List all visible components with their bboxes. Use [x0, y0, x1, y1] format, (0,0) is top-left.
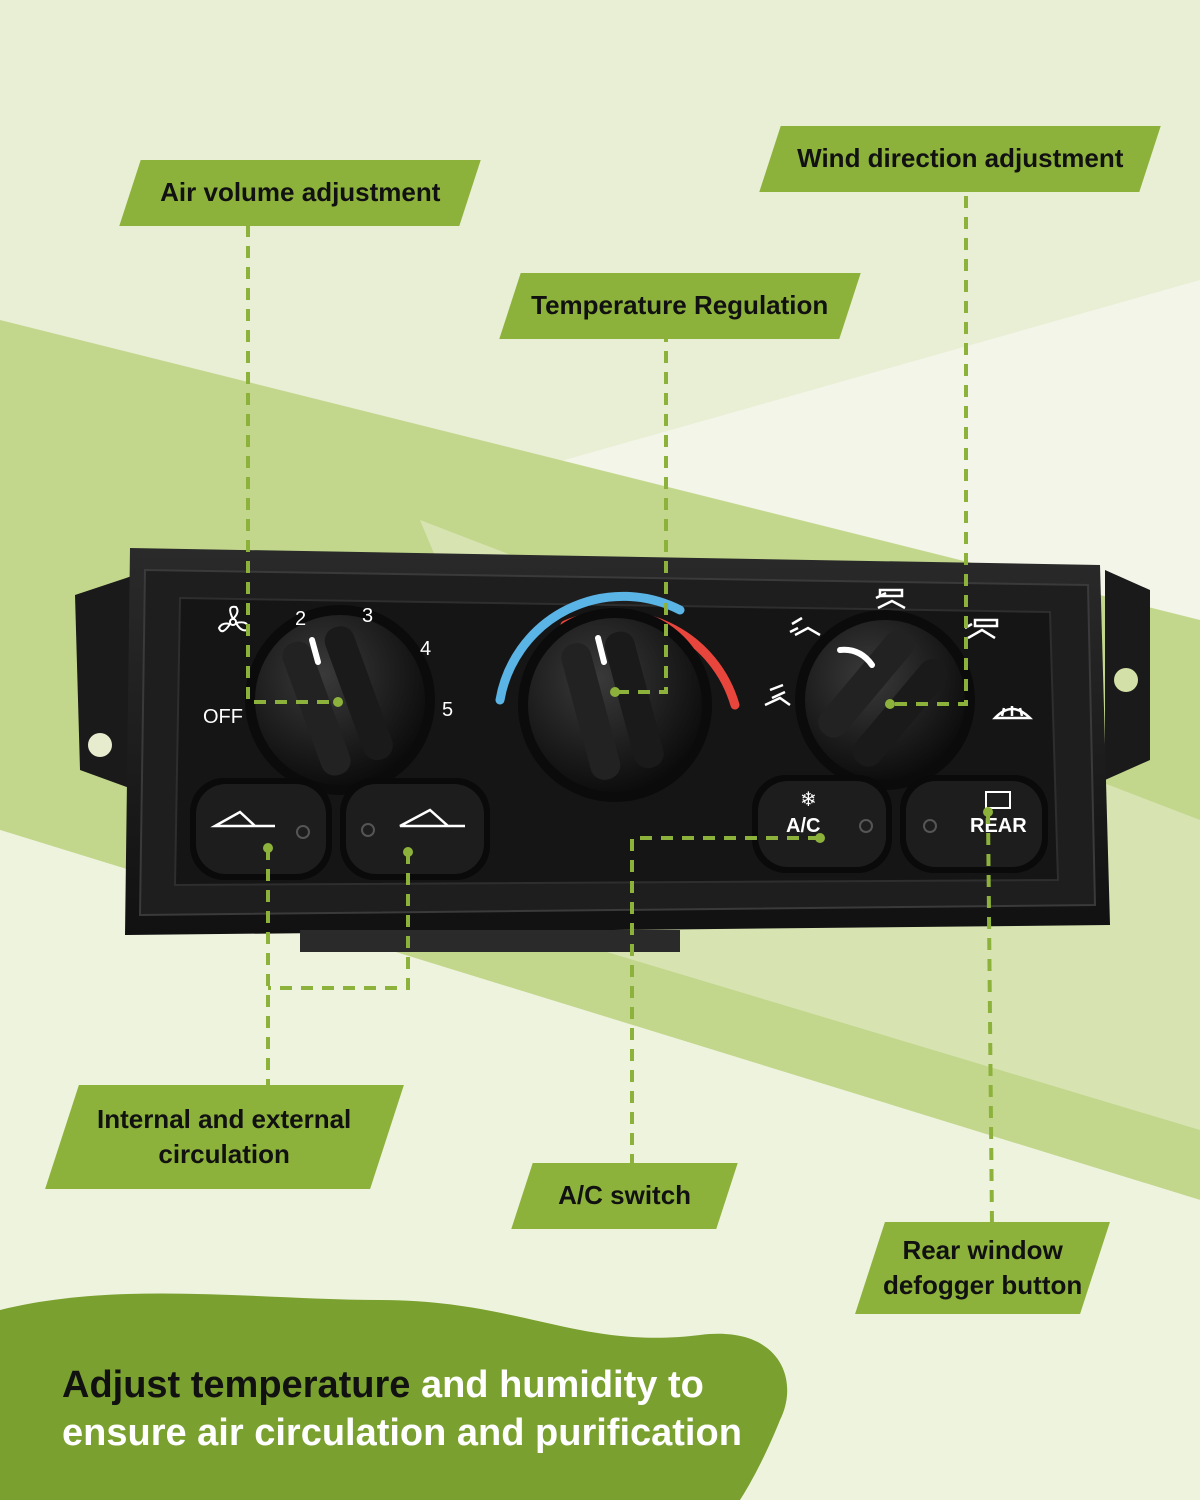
label-ac-switch: A/C switch: [511, 1163, 738, 1229]
recirculate-button[interactable]: [190, 778, 332, 880]
fresh-air-icon: [399, 808, 465, 828]
label-rear-defogger: Rear window defogger button: [855, 1222, 1110, 1314]
recirculate-icon: [210, 810, 275, 828]
footer-line1-light: and humidity to: [410, 1364, 704, 1406]
label-wind-direction: Wind direction adjustment: [759, 126, 1161, 192]
ac-button[interactable]: ❄ A/C: [752, 775, 892, 873]
label-circulation: Internal and external circulation: [45, 1085, 404, 1189]
snowflake-icon: ❄: [800, 787, 817, 811]
label-air-volume: Air volume adjustment: [119, 160, 481, 226]
rear-button-label: REAR: [970, 815, 1027, 837]
footer-blob: [0, 1293, 788, 1500]
fresh-air-button[interactable]: [340, 778, 490, 880]
rear-defog-button[interactable]: REAR: [900, 775, 1048, 873]
ac-button-label: A/C: [786, 815, 820, 837]
footer-line1-dark: Adjust temperature: [62, 1364, 411, 1406]
mode-knob[interactable]: [795, 610, 975, 790]
footer-tagline: Adjust temperature and humidity to ensur…: [62, 1362, 762, 1457]
temperature-knob[interactable]: [518, 608, 712, 802]
rear-defrost-icon: [985, 791, 1011, 809]
fan-speed-knob[interactable]: [245, 605, 435, 795]
label-temperature: Temperature Regulation: [499, 273, 861, 339]
footer-line2: ensure air circulation and purification: [62, 1411, 742, 1454]
